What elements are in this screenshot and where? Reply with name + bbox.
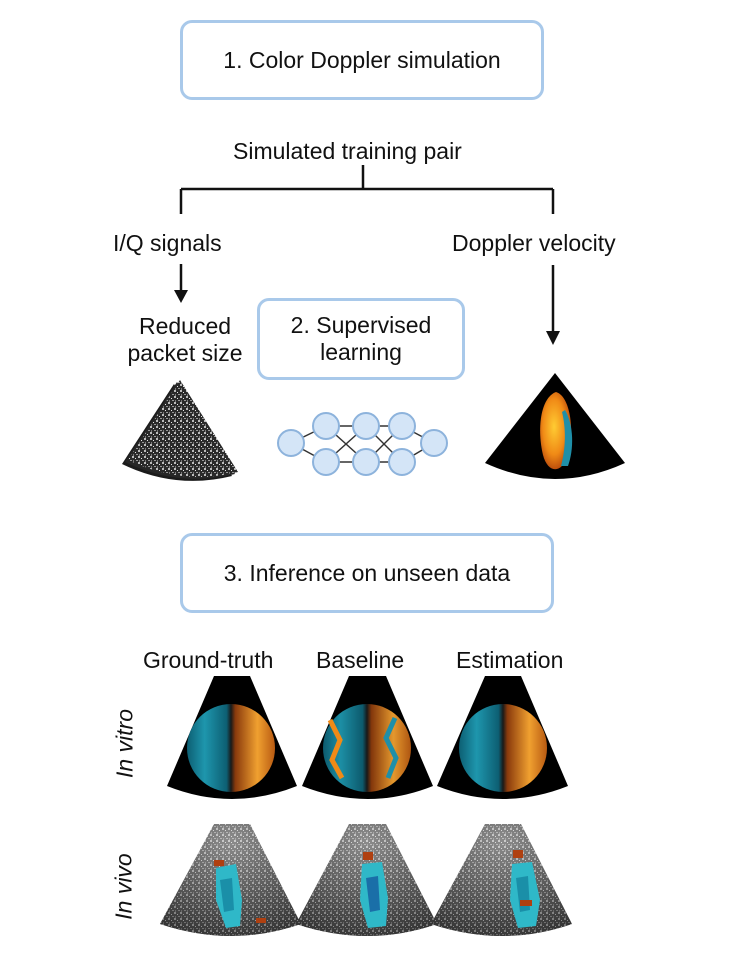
step2-box: 2. Supervised learning: [257, 298, 465, 380]
vivo-baseline-image: [296, 824, 437, 936]
packet-size-line: packet size: [127, 340, 243, 366]
neural-network-icon: [277, 412, 448, 476]
reduced-packet-label: Reduced packet size: [117, 313, 253, 367]
vivo-ground-truth-image: [160, 824, 301, 936]
step3-label: 3. Inference on unseen data: [223, 559, 511, 586]
step1-label: 1. Color Doppler simulation: [223, 46, 501, 73]
column-baseline: Baseline: [316, 647, 405, 673]
column-estimation: Estimation: [456, 647, 564, 673]
vitro-ground-truth-image: [167, 676, 297, 799]
iq-noise-sector-icon: [122, 380, 238, 481]
reduced-line: Reduced: [138, 313, 232, 339]
arrow-doppler-to-sector: [546, 265, 560, 345]
iq-signals-label: I/Q signals: [113, 230, 222, 256]
training-pair-bracket: [179, 165, 555, 214]
vitro-baseline-image: [302, 676, 433, 799]
nn-node: [352, 448, 380, 476]
step3-box: 3. Inference on unseen data: [180, 533, 554, 613]
step1-box: 1. Color Doppler simulation: [180, 20, 544, 100]
doppler-velocity-label: Doppler velocity: [452, 230, 616, 256]
step2-line1: 2. Supervised: [290, 312, 432, 338]
step2-line2: learning: [320, 339, 402, 365]
nn-node: [312, 412, 340, 440]
vitro-estimation-image: [437, 676, 568, 799]
nn-node: [388, 448, 416, 476]
vivo-estimation-image: [431, 824, 572, 936]
nn-node: [388, 412, 416, 440]
column-ground-truth: Ground-truth: [143, 647, 274, 673]
training-pair-title: Simulated training pair: [233, 138, 462, 164]
arrow-iq-to-reduced: [174, 264, 188, 303]
nn-node: [312, 448, 340, 476]
nn-output-node: [420, 429, 448, 457]
nn-node: [352, 412, 380, 440]
doppler-velocity-sector-icon: [485, 373, 625, 479]
nn-input-node: [277, 429, 305, 457]
